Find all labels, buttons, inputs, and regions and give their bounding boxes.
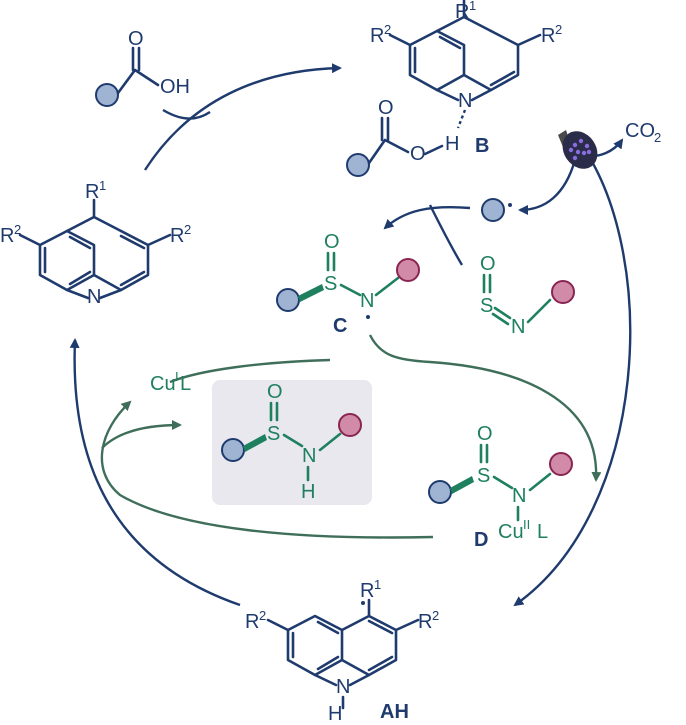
svg-text:1: 1 xyxy=(374,577,381,592)
acridine-radical-ah: R 1 R 2 R 2 N H AH xyxy=(245,577,439,725)
intermediate-d: O S N Cu II L D xyxy=(428,423,573,551)
svg-text:R: R xyxy=(360,580,374,602)
svg-text:R: R xyxy=(0,225,14,247)
alkyl-radical xyxy=(481,198,512,222)
svg-text:R: R xyxy=(245,611,259,633)
svg-text:2: 2 xyxy=(654,130,661,145)
svg-text:L: L xyxy=(180,373,191,395)
svg-text:R: R xyxy=(418,611,432,633)
svg-text:2: 2 xyxy=(14,222,21,237)
svg-text:O: O xyxy=(410,143,426,165)
svg-text:2: 2 xyxy=(555,22,562,37)
svg-text:H: H xyxy=(301,481,315,503)
svg-text:O: O xyxy=(267,381,283,403)
svg-text:CO: CO xyxy=(625,120,655,142)
svg-text:R: R xyxy=(85,181,99,203)
svg-text:2: 2 xyxy=(184,222,191,237)
copper-i-complex: Cu I L xyxy=(150,369,191,395)
svg-text:L: L xyxy=(537,521,548,543)
acridine-catalyst: R 1 R 2 R 2 N xyxy=(0,178,191,308)
svg-text:N: N xyxy=(360,290,374,312)
svg-text:N: N xyxy=(458,90,472,112)
svg-text:N: N xyxy=(336,676,350,698)
svg-text:O: O xyxy=(128,28,144,50)
co2-label: CO 2 xyxy=(625,120,661,145)
svg-text:2: 2 xyxy=(384,22,391,37)
svg-text:D: D xyxy=(474,529,488,551)
svg-text:2: 2 xyxy=(432,608,439,623)
svg-text:B: B xyxy=(475,135,489,157)
svg-text:1: 1 xyxy=(99,178,106,193)
svg-text:Cu: Cu xyxy=(498,521,524,543)
svg-text:I: I xyxy=(175,369,179,384)
intermediate-c: O S N C xyxy=(276,231,420,337)
svg-text:R: R xyxy=(170,225,184,247)
svg-text:N: N xyxy=(302,445,316,467)
svg-text:O: O xyxy=(324,231,340,253)
svg-text:S: S xyxy=(477,465,490,487)
sulfinylamine: O S N xyxy=(480,253,575,338)
svg-text:S: S xyxy=(324,273,337,295)
svg-text:H: H xyxy=(328,703,342,725)
svg-text:N: N xyxy=(511,316,525,338)
svg-text:O: O xyxy=(480,253,496,275)
svg-text:OH: OH xyxy=(160,76,190,98)
carboxylic-acid-reactant: O OH xyxy=(95,28,190,107)
svg-text:S: S xyxy=(480,295,493,317)
svg-text:N: N xyxy=(512,485,526,507)
svg-text:S: S xyxy=(267,423,280,445)
svg-text:O: O xyxy=(477,423,493,445)
sulfinamide-product: O S N H xyxy=(212,380,372,505)
svg-text:AH: AH xyxy=(380,701,409,723)
svg-text:N: N xyxy=(87,286,101,308)
svg-text:Cu: Cu xyxy=(150,373,176,395)
light-source-icon xyxy=(558,130,598,169)
svg-text:2: 2 xyxy=(259,608,266,623)
svg-text:O: O xyxy=(378,97,394,119)
svg-text:R: R xyxy=(370,25,384,47)
copper-arrows xyxy=(100,334,602,539)
svg-text:C: C xyxy=(333,315,347,337)
svg-text:R: R xyxy=(455,1,469,23)
svg-text:H: H xyxy=(445,133,459,155)
svg-text:II: II xyxy=(523,517,530,532)
svg-text:R: R xyxy=(541,25,555,47)
acridinium-b: R 1 R 2 R 2 N H O O B xyxy=(346,0,562,177)
svg-text:1: 1 xyxy=(469,0,476,13)
